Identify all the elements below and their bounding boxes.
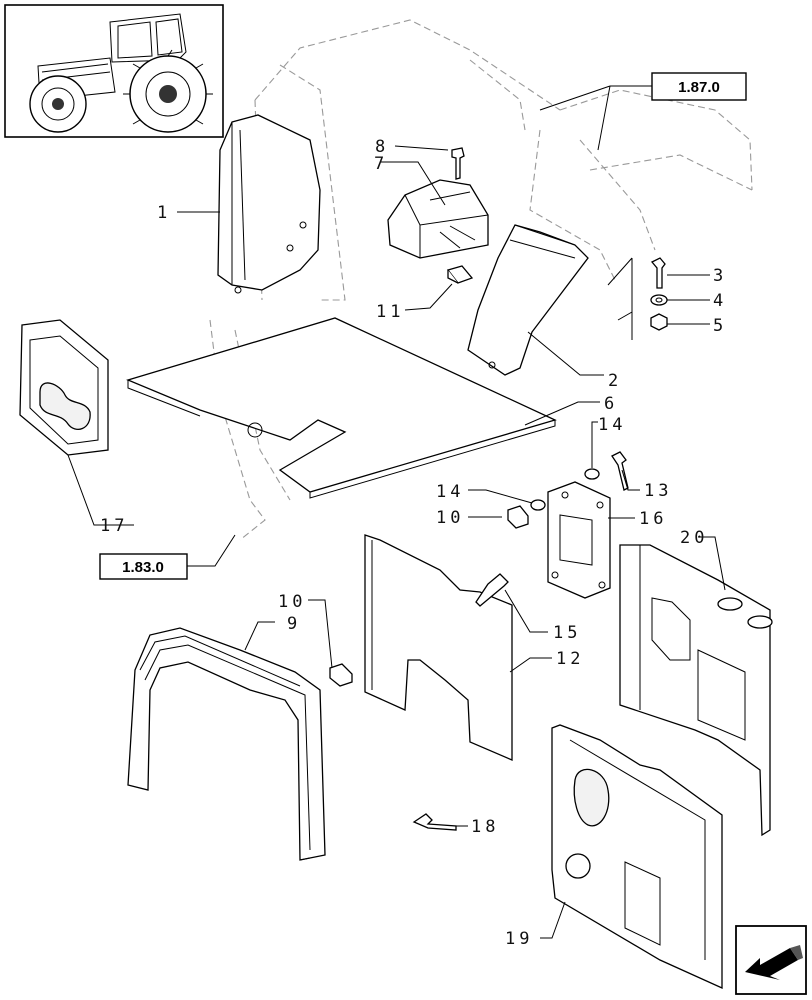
callout-20: 20 [680,528,708,548]
part-3-screw [650,257,666,289]
part-6-floor-mat [126,317,557,499]
part-10-nut-a [507,505,529,529]
reference-box-1-83-0[interactable]: 1.83.0 [99,553,188,580]
callout-6: 6 [604,394,618,414]
callout-10-upper: 10 [278,592,306,612]
reference-box-1-87-0[interactable]: 1.87.0 [651,72,747,101]
callout-14-upper: 14 [598,415,626,435]
part-5-nut [650,313,668,331]
tractor-thumbnail-icon[interactable] [4,4,224,138]
callout-5: 5 [713,316,727,336]
callout-13: 13 [644,481,672,501]
reference-1-83-0-label: 1.83.0 [122,559,164,576]
part-4-washer [650,294,668,306]
part-8-screw [451,147,465,180]
part-1-side-panel [217,114,321,294]
callout-4: 4 [713,291,727,311]
callout-19: 19 [505,929,533,949]
part-17-seal [19,319,109,456]
callout-8: 8 [375,137,389,157]
callout-labels: 1 2 3 4 5 6 7 8 9 10 10 11 12 13 14 14 1… [100,137,727,949]
part-12-panel [364,534,513,761]
part-10-nut-b [329,663,353,687]
callout-3: 3 [713,266,727,286]
part-15-screw [475,573,509,607]
part-2-curved-panel [467,224,589,376]
part-7-console [387,179,489,259]
part-19-lower-panel [551,724,723,990]
callout-10-lower: 10 [436,508,464,528]
page-back-arrow-icon[interactable] [735,925,807,995]
callout-7: 7 [374,154,388,174]
part-14-washer-b [530,499,546,511]
callout-14-lower: 14 [436,482,464,502]
part-20-large-panel [619,544,773,837]
part-14-washer-a [584,468,600,480]
callout-2: 2 [608,371,622,391]
callout-12: 12 [556,649,584,669]
callout-17: 17 [100,516,128,536]
callout-1: 1 [157,203,171,223]
part-18-screw [412,813,457,831]
callout-11: 11 [376,302,404,322]
reference-1-87-0-label: 1.87.0 [678,79,720,96]
callout-16: 16 [639,509,667,529]
part-16-plate [547,481,611,599]
callout-15: 15 [553,623,581,643]
part-13-screw [611,451,629,491]
leader-lines [67,85,726,939]
callout-9: 9 [287,614,301,634]
part-11-nut [446,265,474,284]
callout-18: 18 [471,817,499,837]
part-9-arch-trim [127,627,326,861]
